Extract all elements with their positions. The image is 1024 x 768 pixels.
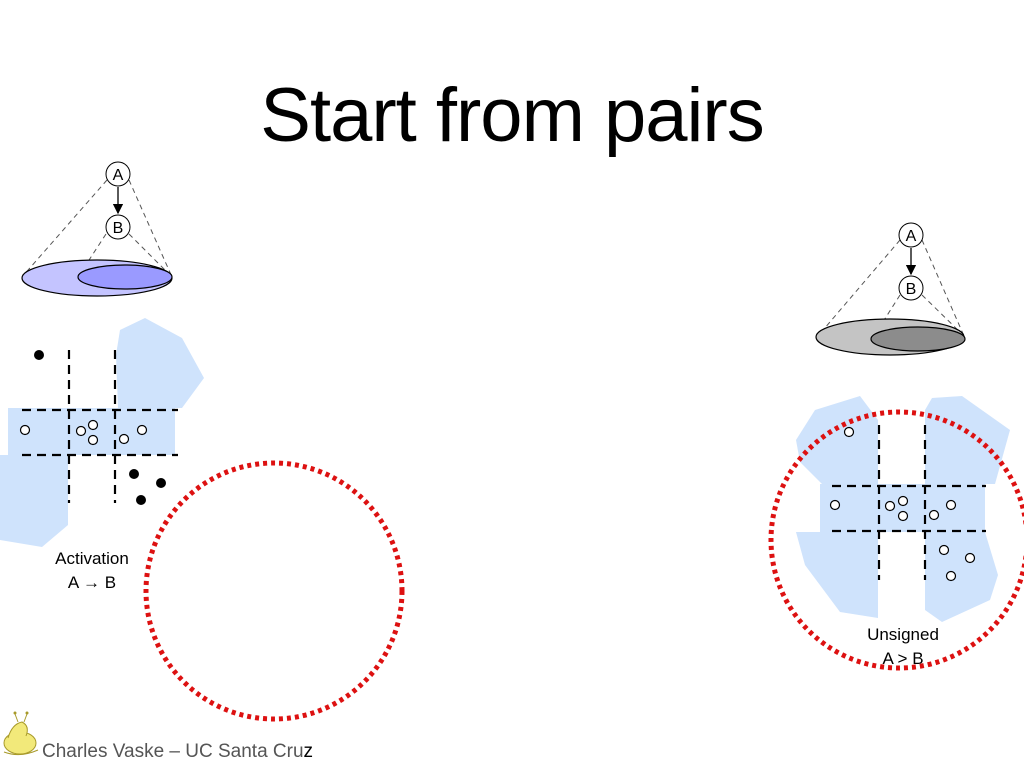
filled-point: [129, 469, 139, 479]
right-node-a: A: [898, 222, 924, 248]
open-point: [829, 499, 841, 511]
left-node-a: A: [105, 161, 131, 187]
right-highlight-circle: [768, 409, 1024, 671]
right-caption-line1: Unsigned: [867, 625, 939, 644]
filled-point: [156, 478, 166, 488]
footer-author-text: Charles Vaske – UC Santa Cru: [42, 741, 304, 762]
right-scatter-plot: [796, 396, 1010, 622]
open-point: [75, 425, 87, 437]
right-node-b: B: [898, 275, 924, 301]
open-point: [884, 500, 896, 512]
right-cluster-band: [820, 484, 985, 532]
open-point: [843, 426, 855, 438]
svg-text:A: A: [113, 167, 124, 184]
right-network-cone: [815, 239, 966, 356]
open-point: [938, 544, 950, 556]
left-network-cone: [21, 179, 173, 297]
left-caption-line1: Activation: [55, 549, 129, 568]
open-point: [897, 495, 909, 507]
right-cluster-bottom-left: [796, 532, 878, 618]
left-cluster-bottom: [0, 455, 68, 547]
left-scatter-plot: [0, 318, 204, 547]
slide-title: Start from pairs: [260, 73, 764, 158]
right-cluster-bottom-right: [925, 532, 998, 622]
footer-author: Charles Vaske – UC Santa Cruz: [42, 741, 313, 763]
svg-text:B: B: [906, 281, 917, 298]
open-point: [118, 433, 130, 445]
open-point: [19, 424, 31, 436]
open-point: [87, 434, 99, 446]
right-inner-ellipse: [870, 326, 966, 352]
open-point: [87, 419, 99, 431]
left-cluster-top: [116, 318, 204, 408]
svg-text:A: A: [906, 228, 917, 245]
filled-point: [136, 495, 146, 505]
right-cluster-top-right: [925, 396, 1010, 484]
right-caption-line2: A > B: [882, 649, 923, 668]
left-cluster-band: [8, 408, 175, 455]
empty-highlight-circle: [143, 460, 405, 722]
open-point: [964, 552, 976, 564]
open-point: [897, 510, 909, 522]
open-point: [945, 570, 957, 582]
right-cluster-top-left: [796, 396, 878, 484]
left-node-b: B: [105, 214, 131, 240]
open-point: [945, 499, 957, 511]
open-point: [928, 509, 940, 521]
left-inner-ellipse: [77, 264, 173, 290]
open-point: [136, 424, 148, 436]
left-caption-line2: A → B: [68, 573, 116, 592]
footer-author-tail: z: [303, 741, 314, 762]
slug-logo-icon: [3, 711, 39, 756]
filled-point: [34, 350, 44, 360]
svg-text:B: B: [113, 220, 124, 237]
